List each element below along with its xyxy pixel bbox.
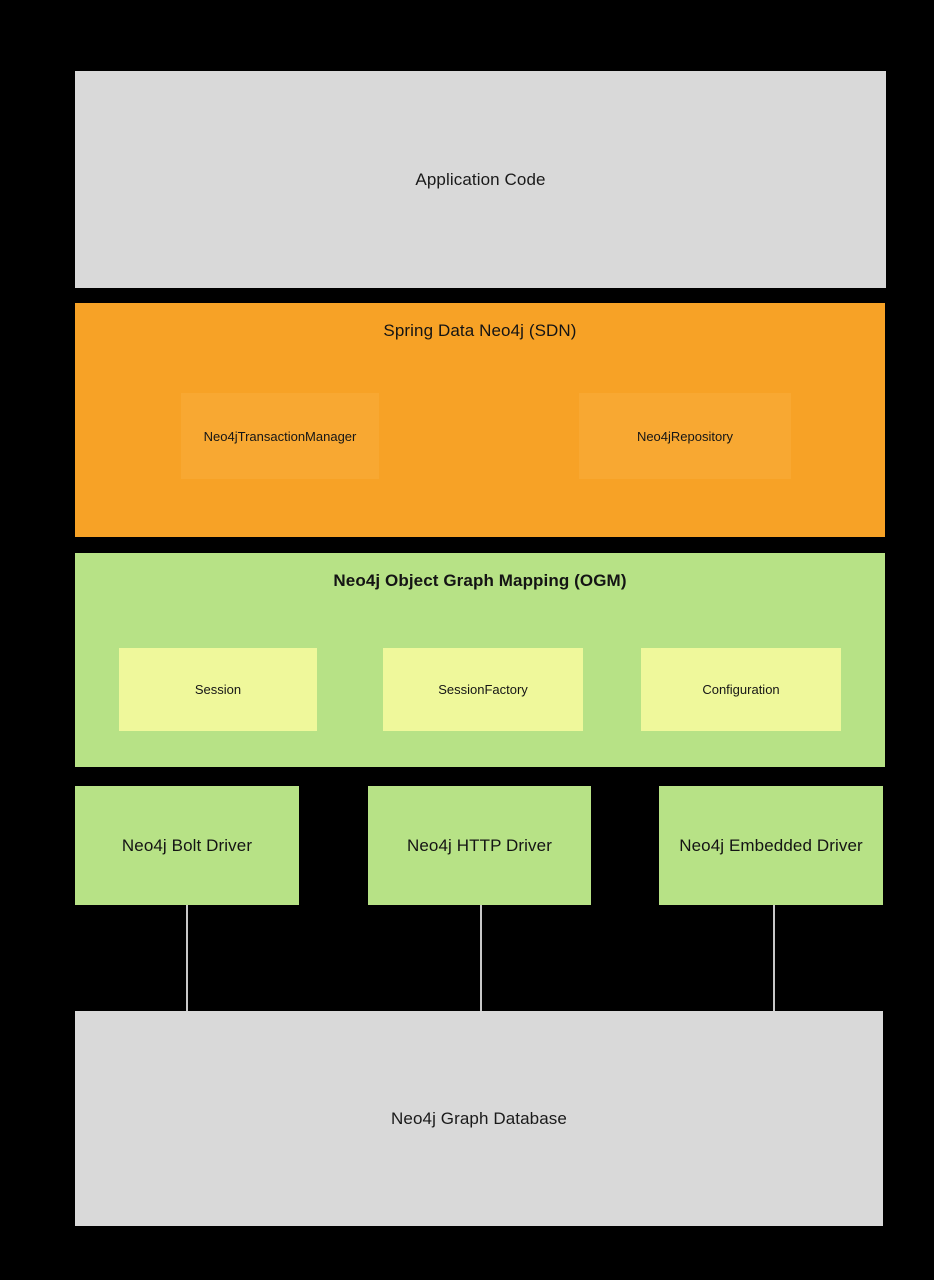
application-code-label: Application Code (415, 169, 546, 189)
component-neo4j-transaction-manager: Neo4jTransactionManager (181, 393, 379, 479)
neo4j-transaction-manager-label: Neo4jTransactionManager (203, 428, 357, 444)
layer-spring-data-neo4j: Spring Data Neo4j (SDN) Neo4jTransaction… (75, 303, 885, 537)
session-label: Session (194, 682, 242, 697)
layer-neo4j-ogm: Neo4j Object Graph Mapping (OGM) Session… (75, 553, 885, 767)
session-factory-label: SessionFactory (438, 682, 528, 697)
connector-embedded-to-database (773, 905, 775, 1011)
configuration-label: Configuration (702, 682, 780, 697)
layer-application-code: Application Code (75, 71, 886, 288)
neo4j-graph-database-label: Neo4j Graph Database (391, 1108, 567, 1128)
component-neo4j-http-driver: Neo4j HTTP Driver (368, 786, 591, 905)
component-configuration: Configuration (641, 648, 841, 731)
component-neo4j-bolt-driver: Neo4j Bolt Driver (75, 786, 299, 905)
connector-http-to-database (480, 905, 482, 1011)
neo4j-http-driver-label: Neo4j HTTP Driver (407, 835, 552, 855)
component-session: Session (119, 648, 317, 731)
neo4j-ogm-title: Neo4j Object Graph Mapping (OGM) (333, 571, 627, 590)
component-neo4j-embedded-driver: Neo4j Embedded Driver (659, 786, 883, 905)
neo4j-repository-label: Neo4jRepository (636, 428, 734, 444)
spring-data-neo4j-title: Spring Data Neo4j (SDN) (383, 321, 577, 340)
neo4j-bolt-driver-label: Neo4j Bolt Driver (121, 835, 253, 855)
component-neo4j-repository: Neo4jRepository (579, 393, 791, 479)
neo4j-embedded-driver-label: Neo4j Embedded Driver (679, 835, 863, 855)
layer-neo4j-graph-database: Neo4j Graph Database (75, 1011, 883, 1226)
connector-bolt-to-database (186, 905, 188, 1011)
component-session-factory: SessionFactory (383, 648, 583, 731)
